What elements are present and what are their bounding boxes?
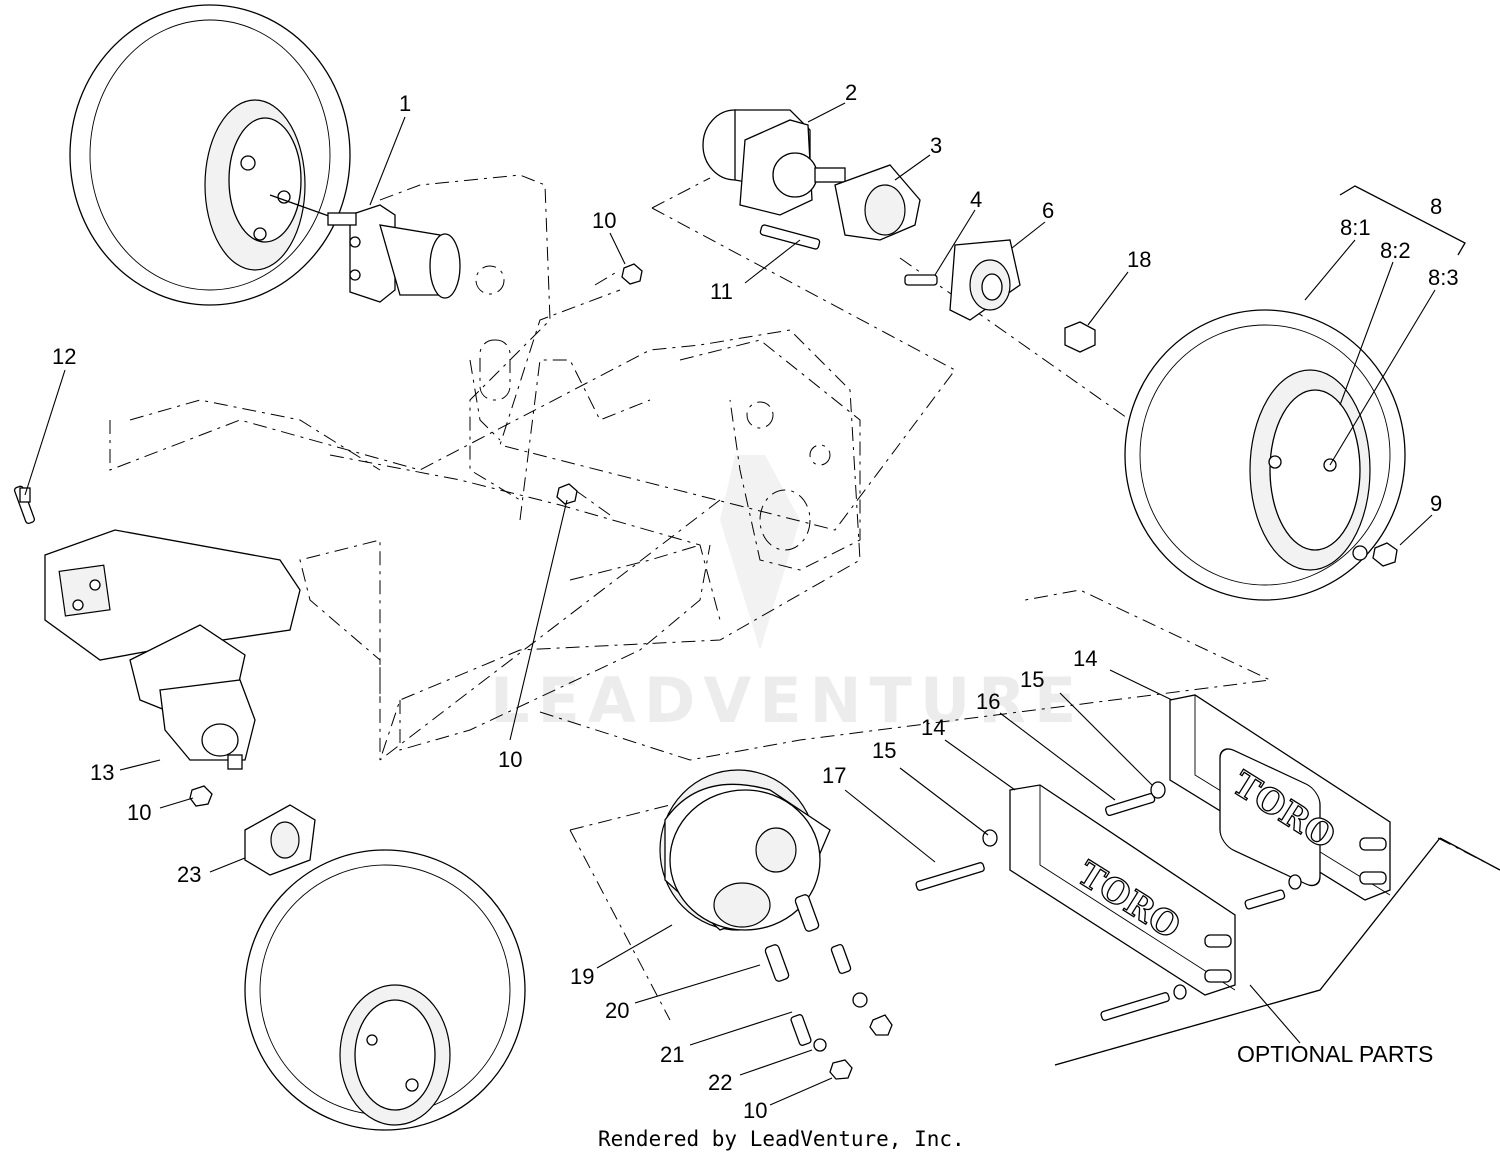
callout-23: 23 xyxy=(177,862,201,887)
callout-20: 20 xyxy=(605,998,629,1023)
leader-lines xyxy=(24,102,1436,1106)
optional-parts-bracket xyxy=(1054,837,1500,1066)
weight-plate-right: TORO xyxy=(1169,694,1391,901)
hub-23 xyxy=(244,804,316,876)
nuts xyxy=(556,263,1398,567)
wheel-top-left xyxy=(69,4,351,306)
bracket-8 xyxy=(1339,185,1466,256)
wheel-bottom-left xyxy=(244,849,526,1131)
callout-1: 1 xyxy=(399,91,411,116)
callout-15-left: 15 xyxy=(872,738,896,763)
wheel-motor-left xyxy=(327,204,461,303)
leadventure-watermark: LEADVENTURE xyxy=(490,455,1084,737)
footer-credit: Rendered by LeadVenture, Inc. xyxy=(598,1127,965,1151)
weight-plate-left: TORO xyxy=(1009,784,1236,996)
callout-10-left: 10 xyxy=(127,800,151,825)
callout-14-left: 14 xyxy=(921,715,945,740)
caster-fork-assembly xyxy=(44,529,301,770)
callout-16: 16 xyxy=(976,689,1000,714)
callout-4: 4 xyxy=(970,187,982,212)
bolt-12 xyxy=(13,485,36,525)
callout-12: 12 xyxy=(52,344,76,369)
caster-weight xyxy=(659,769,893,1080)
callout-8-2: 8:2 xyxy=(1380,238,1411,263)
callout-9: 9 xyxy=(1430,491,1442,516)
wheel-right xyxy=(1124,309,1406,601)
callout-8-3: 8:3 xyxy=(1428,265,1459,290)
lug-nut-18 xyxy=(1064,321,1096,353)
callout-10-bottom: 10 xyxy=(743,1098,767,1123)
callout-2: 2 xyxy=(845,80,857,105)
callout-13: 13 xyxy=(90,760,114,785)
callout-14-right: 14 xyxy=(1073,646,1097,671)
optional-parts-label: OPTIONAL PARTS xyxy=(1237,1041,1433,1067)
callout-19: 19 xyxy=(570,964,594,989)
chassis-frame xyxy=(109,174,861,761)
callout-8: 8 xyxy=(1430,194,1442,219)
callout-21: 21 xyxy=(660,1042,684,1067)
nut-10-left xyxy=(189,785,213,807)
callout-3: 3 xyxy=(930,133,942,158)
callout-labels: 1 2 3 4 6 8 8:1 8:2 8:3 9 10 10 10 10 11… xyxy=(52,80,1459,1123)
assembly-outlines xyxy=(379,177,1500,1066)
wheel-motor-right xyxy=(702,109,846,216)
callout-15-right: 15 xyxy=(1020,667,1044,692)
bolt-11 xyxy=(759,224,821,250)
callout-17: 17 xyxy=(822,763,846,788)
callout-11: 11 xyxy=(710,279,733,304)
hub xyxy=(904,239,1021,321)
callout-10-mid: 10 xyxy=(498,747,522,772)
weight-bolts xyxy=(915,781,1302,1021)
callout-10-top: 10 xyxy=(592,208,616,233)
watermark-text: LEADVENTURE xyxy=(490,664,1084,737)
callout-8-1: 8:1 xyxy=(1340,215,1371,240)
brake-plate xyxy=(834,164,921,241)
callout-18: 18 xyxy=(1127,247,1151,272)
callout-22: 22 xyxy=(708,1070,732,1095)
callout-6: 6 xyxy=(1042,198,1054,223)
